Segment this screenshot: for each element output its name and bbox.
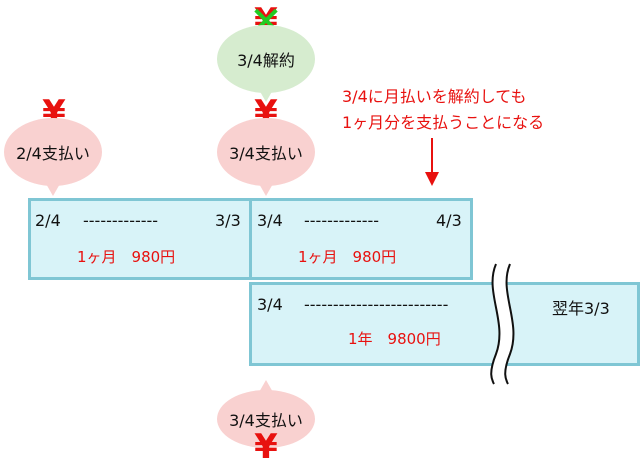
payment-bubble-label: 3/4支払い — [229, 144, 303, 163]
arrow-down-icon — [425, 172, 439, 186]
yen-icon: ¥ — [254, 427, 278, 467]
bubble-tail — [258, 88, 274, 102]
payment-bubble-2-4: 2/4支払い — [4, 118, 102, 186]
period-dashes: ------------- — [304, 211, 380, 230]
cancel-bubble: 3/4解約 — [217, 25, 315, 93]
period-start: 2/4 — [35, 211, 61, 230]
period-box-monthly-2: 3/4 ------------- 4/3 1ヶ月 980円 — [249, 198, 473, 280]
bubble-tail — [258, 182, 274, 196]
period-start: 3/4 — [257, 295, 283, 314]
period-box-monthly-1: 2/4 ------------- 3/3 1ヶ月 980円 — [28, 198, 252, 280]
period-price: 1ヶ月 980円 — [298, 248, 397, 266]
payment-bubble-label: 3/4支払い — [229, 411, 303, 430]
note-line-1: 3/4に月払いを解約しても — [342, 87, 527, 106]
timeline-break-mark — [490, 263, 515, 385]
period-end: 翌年3/3 — [552, 299, 610, 318]
period-price: 1年 9800円 — [348, 330, 441, 348]
period-end: 3/3 — [215, 211, 241, 230]
payment-bubble-3-4: 3/4支払い — [217, 118, 315, 186]
period-dashes: ------------- — [83, 211, 159, 230]
note-line-2: 1ヶ月分を支払うことになる — [342, 113, 545, 132]
period-dashes: ------------------------- — [304, 295, 449, 314]
payment-bubble-3-4-yearly: 3/4支払い — [217, 390, 315, 448]
bubble-tail — [45, 182, 61, 196]
period-end: 4/3 — [436, 211, 462, 230]
period-price: 1ヶ月 980円 — [77, 248, 176, 266]
arrow-shaft — [431, 138, 433, 172]
period-box-yearly: 3/4 ------------------------- 翌年3/3 1年 9… — [249, 282, 640, 366]
period-start: 3/4 — [257, 211, 283, 230]
payment-bubble-label: 2/4支払い — [16, 144, 90, 163]
cancel-bubble-label: 3/4解約 — [237, 51, 295, 70]
